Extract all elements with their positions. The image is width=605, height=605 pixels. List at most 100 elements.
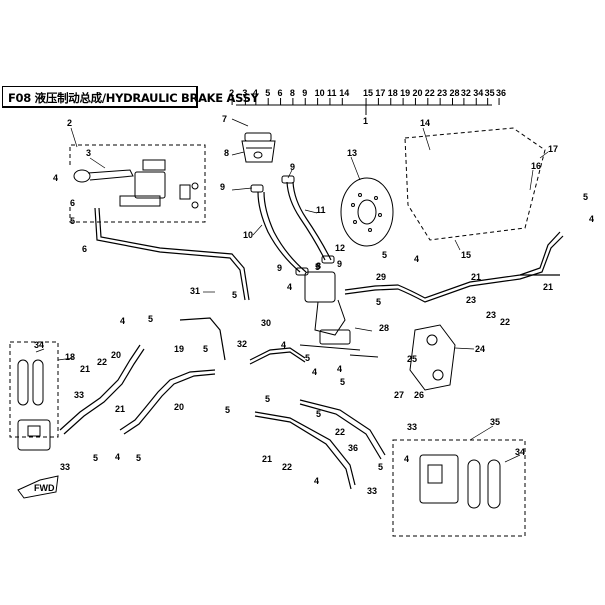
callout-4: 4 bbox=[414, 254, 419, 264]
callout-26: 26 bbox=[414, 390, 424, 400]
top-callout-3: 3 bbox=[242, 88, 247, 98]
callout-19: 19 bbox=[174, 344, 184, 354]
callout-24: 24 bbox=[475, 344, 485, 354]
top-callout-6: 6 bbox=[278, 88, 283, 98]
callout-28: 28 bbox=[379, 323, 389, 333]
callout-9: 9 bbox=[337, 259, 342, 269]
callout-9: 9 bbox=[277, 263, 282, 273]
front-left-caliper bbox=[17, 359, 51, 451]
top-callout-2: 2 bbox=[229, 88, 234, 98]
top-callout-35: 35 bbox=[485, 88, 495, 98]
top-callout-10: 10 bbox=[315, 88, 325, 98]
callout-30: 30 bbox=[261, 318, 271, 328]
callout-23: 23 bbox=[466, 295, 476, 305]
top-callout-19: 19 bbox=[400, 88, 410, 98]
callout-33: 33 bbox=[74, 390, 84, 400]
callout-25: 25 bbox=[407, 354, 417, 364]
callout-9: 9 bbox=[290, 162, 295, 172]
top-callout-22: 22 bbox=[425, 88, 435, 98]
callout-4: 4 bbox=[314, 476, 319, 486]
callout-5: 5 bbox=[305, 353, 310, 363]
caliper-bracket bbox=[409, 324, 456, 391]
top-callout-9: 9 bbox=[302, 88, 307, 98]
top-callout-5: 5 bbox=[265, 88, 270, 98]
callout-5: 5 bbox=[148, 314, 153, 324]
callout-5: 5 bbox=[378, 462, 383, 472]
group-boxes bbox=[9, 127, 546, 537]
callout-5: 5 bbox=[225, 405, 230, 415]
top-callout-8: 8 bbox=[290, 88, 295, 98]
lower-brake-hoses bbox=[59, 317, 386, 490]
callout-8: 8 bbox=[224, 148, 229, 158]
callout-5: 5 bbox=[583, 192, 588, 202]
top-callout-bar bbox=[231, 98, 500, 115]
callout-12: 12 bbox=[335, 243, 345, 253]
callout-5: 5 bbox=[203, 344, 208, 354]
callout-32: 32 bbox=[237, 339, 247, 349]
master-cylinder bbox=[299, 271, 379, 358]
callout-22: 22 bbox=[500, 317, 510, 327]
top-callout-18: 18 bbox=[388, 88, 398, 98]
top-callout-32: 32 bbox=[461, 88, 471, 98]
callout-14: 14 bbox=[420, 118, 430, 128]
callout-15: 15 bbox=[461, 250, 471, 260]
diagram-title: F08 液压制动总成/HYDRAULIC BRAKE ASSY bbox=[8, 91, 259, 105]
callout-5: 5 bbox=[382, 250, 387, 260]
callout-21: 21 bbox=[262, 454, 272, 464]
callout-33: 33 bbox=[367, 486, 377, 496]
top-callout-34: 34 bbox=[473, 88, 483, 98]
callout-21: 21 bbox=[80, 364, 90, 374]
title-box: F08 液压制动总成/HYDRAULIC BRAKE ASSY bbox=[2, 86, 259, 108]
callout-4: 4 bbox=[53, 173, 58, 183]
callout-34: 34 bbox=[515, 447, 525, 457]
callout-21: 21 bbox=[543, 282, 553, 292]
callout-23: 23 bbox=[486, 310, 496, 320]
callout-4: 4 bbox=[115, 452, 120, 462]
hose-clamps bbox=[250, 175, 335, 276]
top-callout-4: 4 bbox=[253, 88, 258, 98]
callout-33: 33 bbox=[407, 422, 417, 432]
callout-5: 5 bbox=[232, 290, 237, 300]
top-callout-14: 14 bbox=[339, 88, 349, 98]
callout-20: 20 bbox=[174, 402, 184, 412]
callout-8: 8 bbox=[316, 261, 321, 271]
callout-3: 3 bbox=[86, 148, 91, 158]
callout-5: 5 bbox=[316, 409, 321, 419]
callout-20: 20 bbox=[111, 350, 121, 360]
callout-5: 5 bbox=[315, 262, 320, 272]
callout-16: 16 bbox=[531, 161, 541, 171]
callout-1: 1 bbox=[363, 116, 368, 126]
top-callout-20: 20 bbox=[412, 88, 422, 98]
callout-6: 6 bbox=[70, 198, 75, 208]
brake-disc bbox=[340, 177, 394, 247]
callout-2: 2 bbox=[67, 118, 72, 128]
callout-4: 4 bbox=[281, 340, 286, 350]
fwd-direction-arrow: FWD bbox=[17, 475, 59, 499]
callout-4: 4 bbox=[287, 282, 292, 292]
callout-4: 4 bbox=[404, 454, 409, 464]
callout-11: 11 bbox=[316, 205, 326, 215]
callout-35: 35 bbox=[490, 417, 500, 427]
callout-5: 5 bbox=[376, 297, 381, 307]
callout-21: 21 bbox=[471, 272, 481, 282]
callout-9: 9 bbox=[220, 182, 225, 192]
top-callout-15: 15 bbox=[363, 88, 373, 98]
top-callout-36: 36 bbox=[496, 88, 506, 98]
callout-17: 17 bbox=[548, 144, 558, 154]
callout-13: 13 bbox=[347, 148, 357, 158]
callout-4: 4 bbox=[312, 367, 317, 377]
callout-36: 36 bbox=[348, 443, 358, 453]
callout-6: 6 bbox=[82, 244, 87, 254]
callout-5: 5 bbox=[70, 216, 75, 226]
front-brake-line-upper bbox=[94, 207, 250, 301]
callout-31: 31 bbox=[190, 286, 200, 296]
fwd-label: FWD bbox=[34, 483, 55, 493]
callout-27: 27 bbox=[394, 390, 404, 400]
parking-brake-lever bbox=[73, 159, 199, 209]
callout-7: 7 bbox=[222, 114, 227, 124]
leader-lines bbox=[35, 118, 549, 463]
callout-4: 4 bbox=[120, 316, 125, 326]
